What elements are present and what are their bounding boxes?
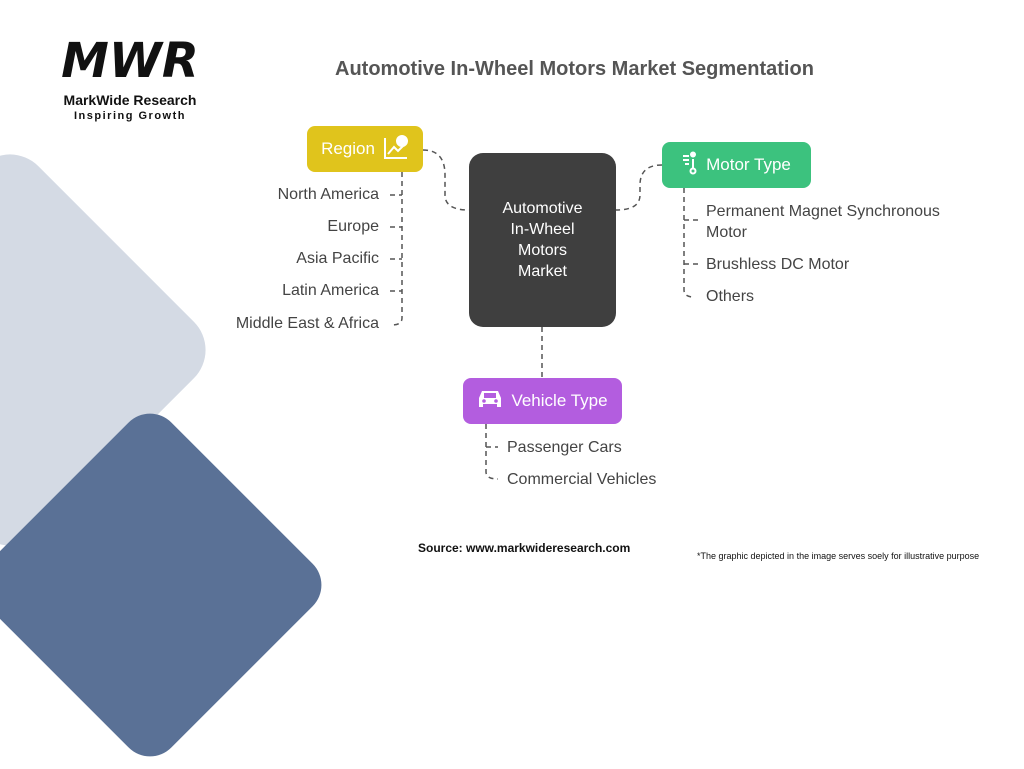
region-item: Europe — [327, 218, 379, 235]
page-title: Automotive In-Wheel Motors Market Segmen… — [335, 58, 814, 80]
vehicle-type-item: Commercial Vehicles — [507, 471, 657, 488]
motor-type-item: Brushless DC Motor — [706, 256, 850, 273]
car-icon — [477, 388, 503, 415]
motor-type-item: Others — [706, 288, 755, 305]
logo: MWR MarkWide Research Inspiring Growth — [50, 32, 210, 123]
motor-type-item: Permanent Magnet Synchronous Motor — [706, 203, 940, 241]
connector-lines — [390, 149, 698, 480]
disclaimer-note: *The graphic depicted in the image serve… — [697, 551, 980, 561]
vehicle-type-node: Vehicle Type — [463, 378, 622, 424]
region-item: Latin America — [282, 282, 379, 299]
vehicle-type-label: Vehicle Type — [511, 391, 608, 410]
logo-tagline: Inspiring Growth — [74, 110, 186, 122]
center-node: Automotive In-Wheel Motors Market — [469, 153, 616, 327]
logo-mark: MWR — [61, 33, 199, 89]
motor-icon — [682, 151, 698, 180]
region-label: Region — [321, 139, 375, 158]
region-item: Asia Pacific — [296, 250, 379, 267]
region-item: Middle East & Africa — [235, 315, 379, 332]
region-node: Region — [307, 126, 423, 172]
region-item: North America — [277, 186, 379, 203]
motor-type-node: Motor Type — [662, 142, 811, 188]
motor-type-label: Motor Type — [706, 155, 791, 174]
center-label: Automotive In-Wheel Motors Market — [502, 200, 583, 280]
logo-name: MarkWide Research — [63, 92, 197, 108]
source-text: Source: www.markwideresearch.com — [418, 541, 631, 555]
vehicle-type-item: Passenger Cars — [507, 439, 622, 456]
chart-question-icon — [383, 134, 409, 165]
